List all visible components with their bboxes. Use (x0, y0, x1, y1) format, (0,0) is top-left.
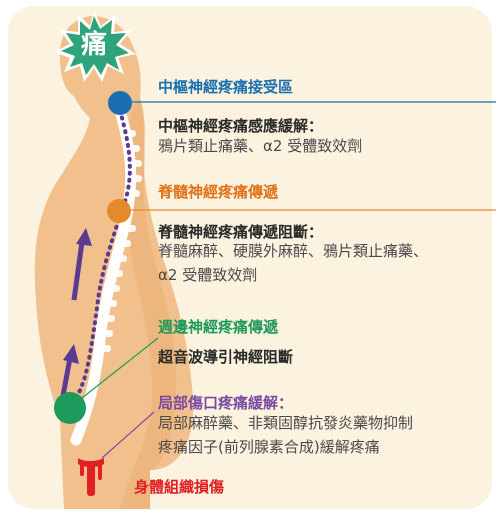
spinal-block-body-line-1: 脊髓麻醉、硬膜外麻醉、鴉片類止痛藥、 (158, 240, 428, 263)
peripheral-transmission-title: 週邊神經疼痛傳遞 (158, 316, 278, 337)
central-relief-body: 鴉片類止痛藥、α2 受體致效劑 (158, 135, 362, 158)
spinal-block-body-line-2: α2 受體致效劑 (158, 264, 257, 287)
tissue-damage-label: 身體組織損傷 (134, 476, 224, 497)
spinal-node (107, 199, 131, 223)
central-receptor-title: 中樞神經疼痛接受區 (158, 76, 293, 97)
spinal-block-title: 脊髓神經疼痛傳遞阻斷： (158, 221, 323, 242)
local-relief-body-line-1: 局部麻醉藥、非類固醇抗發炎藥物抑制 (158, 412, 413, 435)
local-relief-body-line-2: 疼痛因子(前列腺素合成)緩解疼痛 (158, 436, 380, 459)
local-relief-title: 局部傷口疼痛緩解： (158, 392, 293, 413)
peripheral-node (54, 392, 86, 424)
central-relief-title: 中樞神經疼痛感應緩解： (158, 115, 323, 136)
pain-burst-label: 痛 (72, 24, 116, 61)
spinal-transmission-title: 脊髓神經疼痛傳遞 (158, 181, 278, 202)
peripheral-block: 超音波導引神經阻斷 (158, 346, 293, 367)
brain-node (108, 91, 132, 115)
